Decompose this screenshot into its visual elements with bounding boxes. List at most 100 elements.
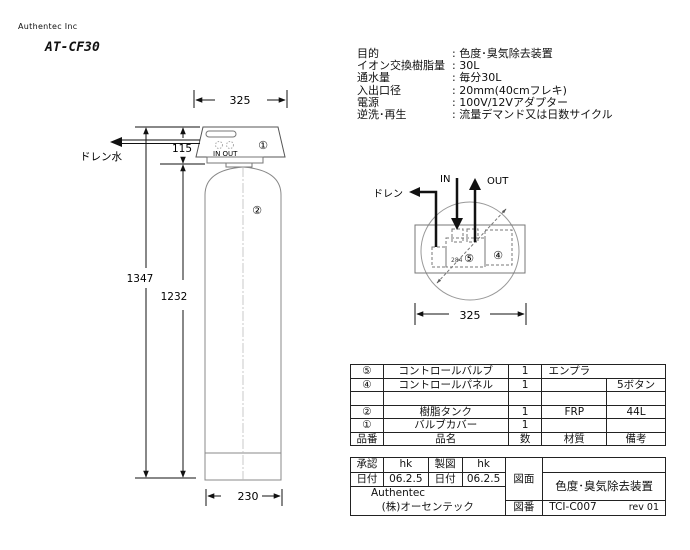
revision: rev 01 bbox=[628, 502, 659, 514]
resin-tank: ② bbox=[204, 166, 282, 481]
table-row: ④ コントロールパネル 1 5ボタン bbox=[350, 377, 666, 392]
part-note: 44L bbox=[606, 404, 666, 419]
diagonal-label: 284 bbox=[451, 257, 463, 264]
spec-value: : 30L bbox=[452, 59, 480, 73]
part-no bbox=[350, 391, 384, 406]
company-en: Authentec bbox=[350, 486, 506, 501]
part-marker-1: ① bbox=[258, 139, 268, 152]
valve-cover: IN OUT ① bbox=[195, 126, 286, 158]
drawing-no: TCI-C007 bbox=[549, 501, 597, 514]
cap-height-dimension: 115 bbox=[172, 127, 192, 164]
drawing-no-cell: TCI-C007 rev 01 bbox=[542, 500, 666, 516]
part-name: 樹脂タンク bbox=[382, 404, 509, 419]
date-value: 06.2.5 bbox=[382, 471, 429, 487]
part-material: エンプラ bbox=[541, 364, 666, 379]
header-qty: 数 bbox=[507, 431, 543, 446]
drain-label: ドレン bbox=[373, 189, 403, 200]
dimension-label: 230 bbox=[238, 490, 259, 503]
parts-table: ⑤ コントロールバルブ 1 エンプラ ④ コントロールパネル 1 5ボタン ② … bbox=[350, 364, 666, 446]
drawing-no-label: 図番 bbox=[504, 500, 544, 516]
dimension-label: 325 bbox=[230, 94, 251, 107]
part-no: ④ bbox=[350, 377, 384, 392]
spec-value: : 流量デマンド又は日数サイクル bbox=[452, 107, 613, 121]
date-label: 日付 bbox=[427, 471, 463, 487]
header-note: 備考 bbox=[606, 431, 666, 446]
drawing-title: 色度･臭気除去装置 bbox=[542, 471, 666, 501]
part-marker-2: ② bbox=[252, 204, 262, 217]
part-qty: 1 bbox=[507, 404, 543, 419]
out-label: OUT bbox=[487, 176, 509, 187]
date-value: 06.2.5 bbox=[461, 471, 506, 487]
company-name: Authentec Inc bbox=[18, 22, 78, 31]
part-material bbox=[541, 418, 608, 433]
top-view: 284 ⑤ ④ IN OUT ドレン 325 bbox=[373, 174, 527, 325]
part-name: バルブカバー bbox=[382, 418, 509, 433]
spec-value: : 20mm(40cmフレキ) bbox=[452, 83, 567, 97]
dimension-label: 325 bbox=[460, 309, 481, 322]
model-number: AT-CF30 bbox=[45, 40, 100, 55]
spec-label: 目的 bbox=[357, 47, 379, 60]
table-row bbox=[350, 391, 666, 406]
spec-value: : 100V/12Vアダプター bbox=[452, 95, 568, 109]
tank-height-dimension: 1232 bbox=[161, 164, 188, 478]
in-arrow: IN bbox=[440, 174, 463, 230]
part-no: ① bbox=[350, 418, 384, 433]
table-row: ② 樹脂タンク 1 FRP 44L bbox=[350, 404, 666, 419]
date-label: 日付 bbox=[350, 471, 384, 487]
top-view-width-dimension: 325 bbox=[414, 303, 527, 325]
spec-value: : 色度･臭気除去装置 bbox=[452, 47, 553, 60]
header-name: 品名 bbox=[382, 431, 509, 446]
total-height-dimension: 1347 bbox=[127, 127, 154, 478]
part-material bbox=[541, 391, 608, 406]
company-jp: (株)オーセンテック bbox=[350, 500, 506, 516]
spec-values: : 色度･臭気除去装置 : 30L : 毎分30L : 20mm(40cmフレキ… bbox=[452, 47, 613, 121]
header-no: 品番 bbox=[350, 431, 384, 446]
part-no: ② bbox=[350, 404, 384, 419]
empty-cell bbox=[542, 457, 666, 473]
spec-label: 電源 bbox=[357, 95, 379, 109]
spec-labels: 目的 イオン交換樹脂量 通水量 入出口径 電源 逆洗･再生 bbox=[357, 47, 445, 121]
title-block: 承認 hk 製図 hk 図面 日付 06.2.5 日付 06.2.5 色度･臭気… bbox=[350, 457, 666, 516]
part-qty: 1 bbox=[507, 418, 543, 433]
table-row: ① バルブカバー 1 bbox=[350, 418, 666, 433]
part-name bbox=[382, 391, 509, 406]
dimension-label: 115 bbox=[172, 143, 192, 155]
spec-label: 通水量 bbox=[357, 71, 390, 85]
drain-water-label: ドレン水 bbox=[80, 151, 122, 163]
part-qty bbox=[507, 391, 543, 406]
out-arrow: OUT bbox=[469, 176, 509, 242]
part-qty: 1 bbox=[507, 364, 543, 379]
part-name: コントロールパネル bbox=[382, 377, 509, 392]
approved-label: 承認 bbox=[350, 457, 384, 473]
spec-value: : 毎分30L bbox=[452, 71, 502, 85]
approved-by: hk bbox=[382, 457, 429, 473]
drawing-label: 図面 bbox=[504, 457, 544, 501]
tank-width-dimension: 230 bbox=[205, 489, 283, 506]
part-note: 5ボタン bbox=[606, 377, 666, 392]
dimension-label: 1232 bbox=[161, 291, 188, 303]
spec-label: 入出口径 bbox=[357, 83, 401, 97]
part-marker-4: ④ bbox=[493, 249, 503, 262]
part-note bbox=[606, 391, 666, 406]
top-width-dimension: 325 bbox=[193, 90, 288, 108]
part-marker-5: ⑤ bbox=[464, 252, 474, 265]
spec-label: 逆洗･再生 bbox=[357, 107, 407, 121]
dimension-label: 1347 bbox=[127, 273, 154, 285]
header-material: 材質 bbox=[541, 431, 608, 446]
spec-label: イオン交換樹脂量 bbox=[357, 59, 445, 73]
part-material: FRP bbox=[541, 404, 608, 419]
part-qty: 1 bbox=[507, 377, 543, 392]
front-view: 325 IN OUT ① ② ドレン水 bbox=[80, 90, 288, 506]
drawn-by: hk bbox=[461, 457, 506, 473]
part-note bbox=[606, 418, 666, 433]
table-row: ⑤ コントロールバルブ 1 エンプラ bbox=[350, 364, 666, 379]
part-material bbox=[541, 377, 608, 392]
part-name: コントロールバルブ bbox=[382, 364, 509, 379]
table-header-row: 品番 品名 数 材質 備考 bbox=[350, 431, 666, 446]
drain-arrow: ドレン水 bbox=[80, 137, 200, 163]
in-out-label: IN OUT bbox=[213, 150, 238, 158]
drawn-label: 製図 bbox=[427, 457, 463, 473]
drain-line: ドレン bbox=[373, 187, 438, 247]
in-label: IN bbox=[440, 174, 450, 185]
